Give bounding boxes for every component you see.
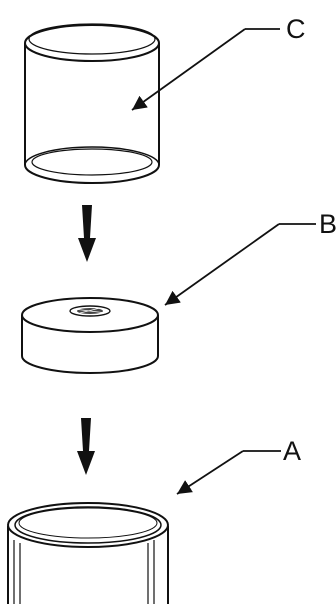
part-b-disc: [21, 297, 159, 374]
down-arrow-icon: [78, 205, 96, 262]
callout-a: A: [176, 436, 301, 495]
label-b: B: [319, 209, 336, 239]
label-c: C: [286, 14, 306, 44]
down-arrow-icon: [77, 418, 95, 475]
callout-c: C: [131, 14, 306, 111]
callout-b: B: [164, 209, 336, 306]
part-a-base: [7, 502, 169, 604]
label-a: A: [283, 436, 301, 466]
part-c-cylinder: [24, 23, 160, 184]
